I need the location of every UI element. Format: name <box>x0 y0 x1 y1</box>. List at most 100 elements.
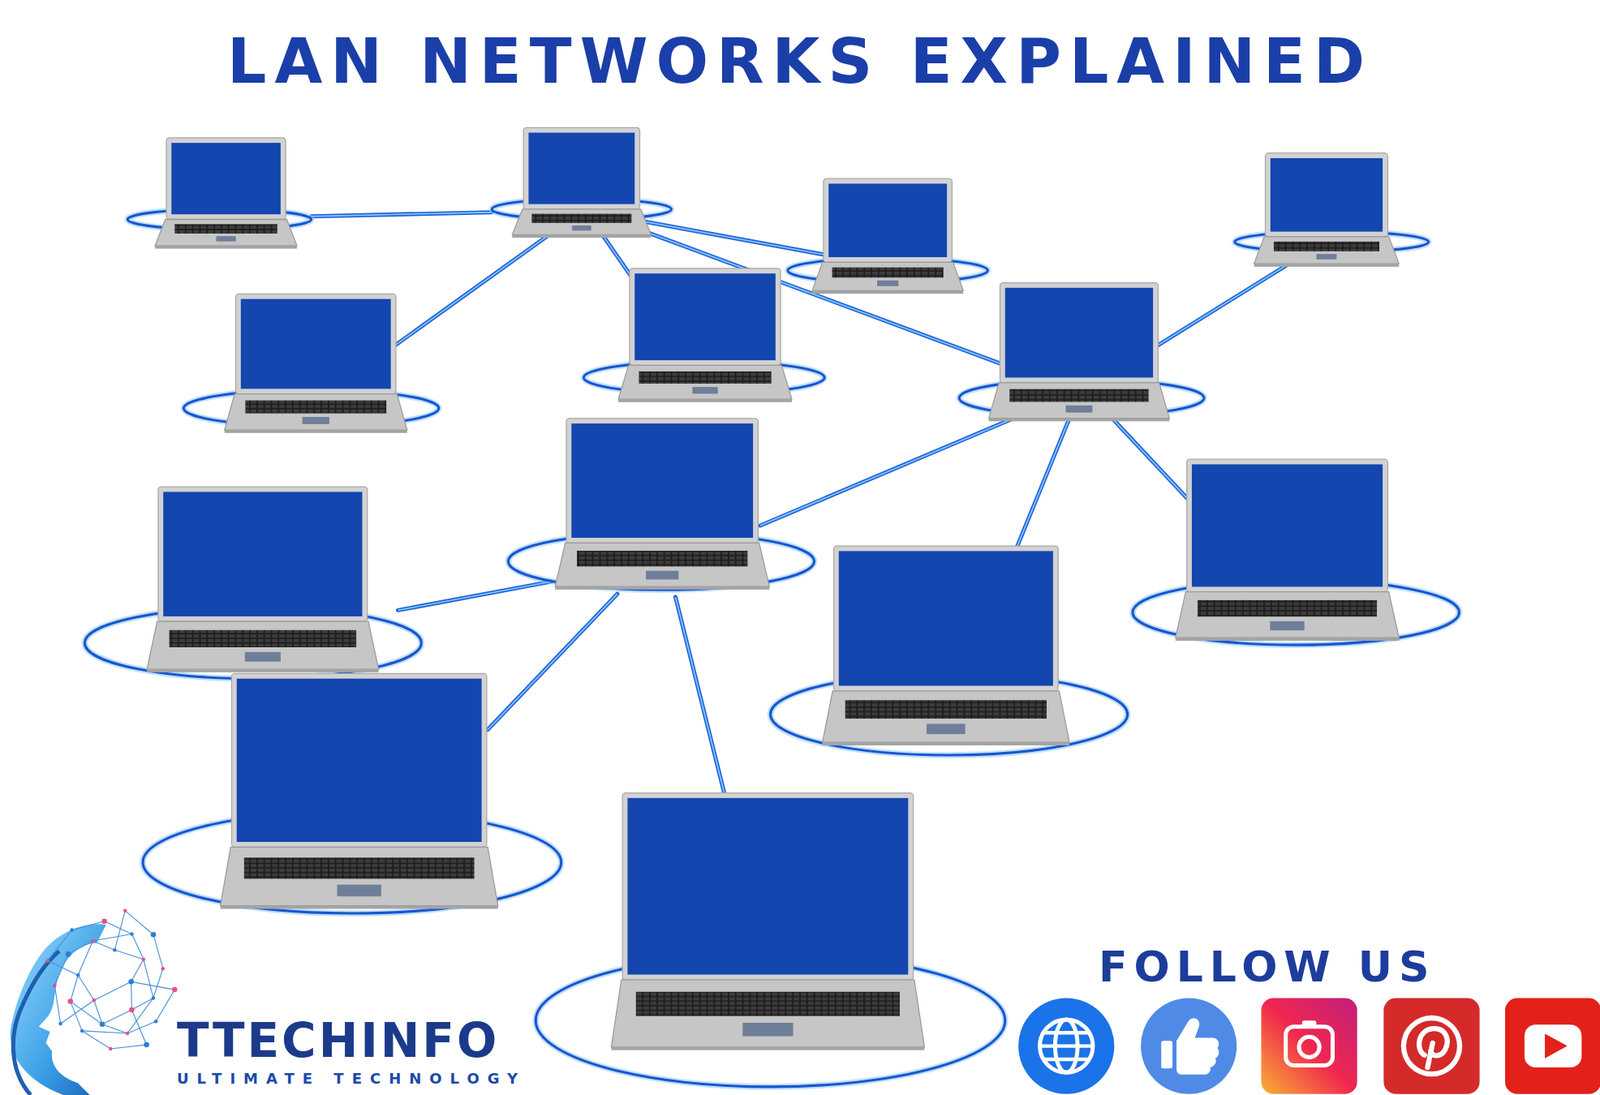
brain-link <box>81 1031 128 1034</box>
laptop-edge <box>610 1047 925 1051</box>
laptop-rings <box>84 198 1459 1088</box>
laptop-edge <box>1175 637 1399 641</box>
laptop-base <box>154 219 297 246</box>
brain-node <box>123 909 128 914</box>
laptop-bezel <box>629 268 781 366</box>
laptop-screen <box>163 491 362 616</box>
laptop <box>1175 459 1399 641</box>
website-icon <box>1018 997 1114 1094</box>
laptop-base <box>1254 236 1400 264</box>
laptop-keyboard <box>638 371 771 384</box>
link-glow <box>311 212 493 217</box>
link-glow <box>1155 253 1307 348</box>
network-link <box>1112 418 1189 501</box>
brain-link <box>47 930 73 962</box>
head-outline <box>12 951 60 1095</box>
brain-link <box>102 1010 132 1025</box>
laptop-bezel <box>823 178 952 263</box>
brain-link <box>104 921 133 935</box>
laptop-bezel <box>1264 153 1388 237</box>
brain-link <box>72 921 105 931</box>
laptop-touchpad <box>877 280 899 287</box>
brain-link <box>114 911 125 951</box>
laptop <box>511 127 651 238</box>
brand-logo <box>10 909 178 1095</box>
brain-node <box>69 928 74 933</box>
network-link <box>1015 418 1070 552</box>
brain-node <box>101 919 108 925</box>
laptop-touchpad <box>572 225 592 231</box>
laptop-bezel <box>1187 459 1389 593</box>
laptop-base <box>812 262 964 291</box>
brain-link <box>130 981 133 1011</box>
laptop-edge <box>822 742 1070 746</box>
laptop-keyboard <box>174 223 277 234</box>
link-line <box>397 581 551 611</box>
laptop-edge <box>812 290 964 294</box>
brain-node <box>125 1032 130 1037</box>
link-line <box>1155 253 1307 348</box>
laptop-base <box>610 980 925 1048</box>
laptop-base <box>989 382 1170 419</box>
laptop-edge <box>1254 263 1400 267</box>
laptop-screen <box>240 299 392 390</box>
youtube-icon <box>1505 997 1600 1094</box>
brain-node <box>154 1019 159 1024</box>
link-glow <box>760 413 1026 526</box>
brain-link <box>131 959 144 983</box>
network-link <box>397 581 551 611</box>
link-line <box>760 413 1026 526</box>
laptop-screen <box>627 798 908 976</box>
pinterest-icon <box>1383 997 1480 1094</box>
brain-link <box>155 989 175 1022</box>
laptop-base <box>224 394 408 431</box>
link-line <box>392 222 567 347</box>
brain-link <box>94 981 132 1001</box>
link-line <box>1112 418 1189 501</box>
brain-node <box>92 998 97 1003</box>
laptop-edge <box>618 399 792 403</box>
laptop-bezel <box>158 486 368 622</box>
link-line <box>487 593 618 730</box>
laptop <box>812 178 964 294</box>
laptop-screen <box>1270 158 1383 233</box>
laptop-bezel <box>566 418 758 543</box>
brain-node <box>129 1007 135 1014</box>
brain-node <box>99 1021 106 1028</box>
follow-heading: FOLLOW US <box>1098 946 1436 989</box>
network-link <box>311 212 493 217</box>
laptop <box>146 486 379 673</box>
laptop <box>989 283 1170 422</box>
brain-link <box>68 941 93 955</box>
laptop-touchpad <box>1066 405 1093 413</box>
brain-node <box>128 979 134 985</box>
laptop-bezel <box>834 546 1059 692</box>
laptop-keyboard <box>1273 241 1380 252</box>
laptop-bezel <box>523 127 640 210</box>
network-link <box>487 593 618 730</box>
brain-node <box>76 973 81 978</box>
laptop-screen <box>528 133 635 205</box>
laptop-screen <box>838 550 1054 686</box>
laptop-bezel <box>231 673 487 848</box>
laptop <box>220 673 499 909</box>
laptop-edge <box>224 430 408 434</box>
link-glow <box>1112 418 1189 501</box>
laptop-edge <box>154 245 297 250</box>
laptop-screen <box>1005 288 1153 379</box>
link-line <box>675 597 725 795</box>
brain-node <box>90 939 95 944</box>
laptop-screen <box>828 183 947 258</box>
laptop-bezel <box>166 137 286 220</box>
brain-link <box>131 981 176 990</box>
laptop-bezel <box>236 293 396 394</box>
brain-node <box>172 987 178 994</box>
laptop-keyboard <box>845 700 1047 719</box>
laptop-touchpad <box>1316 253 1337 260</box>
brain-node <box>151 996 156 1001</box>
link-glow <box>392 222 567 347</box>
laptop-touchpad <box>742 1023 793 1037</box>
brain-link <box>124 911 154 935</box>
network-link <box>392 222 567 347</box>
